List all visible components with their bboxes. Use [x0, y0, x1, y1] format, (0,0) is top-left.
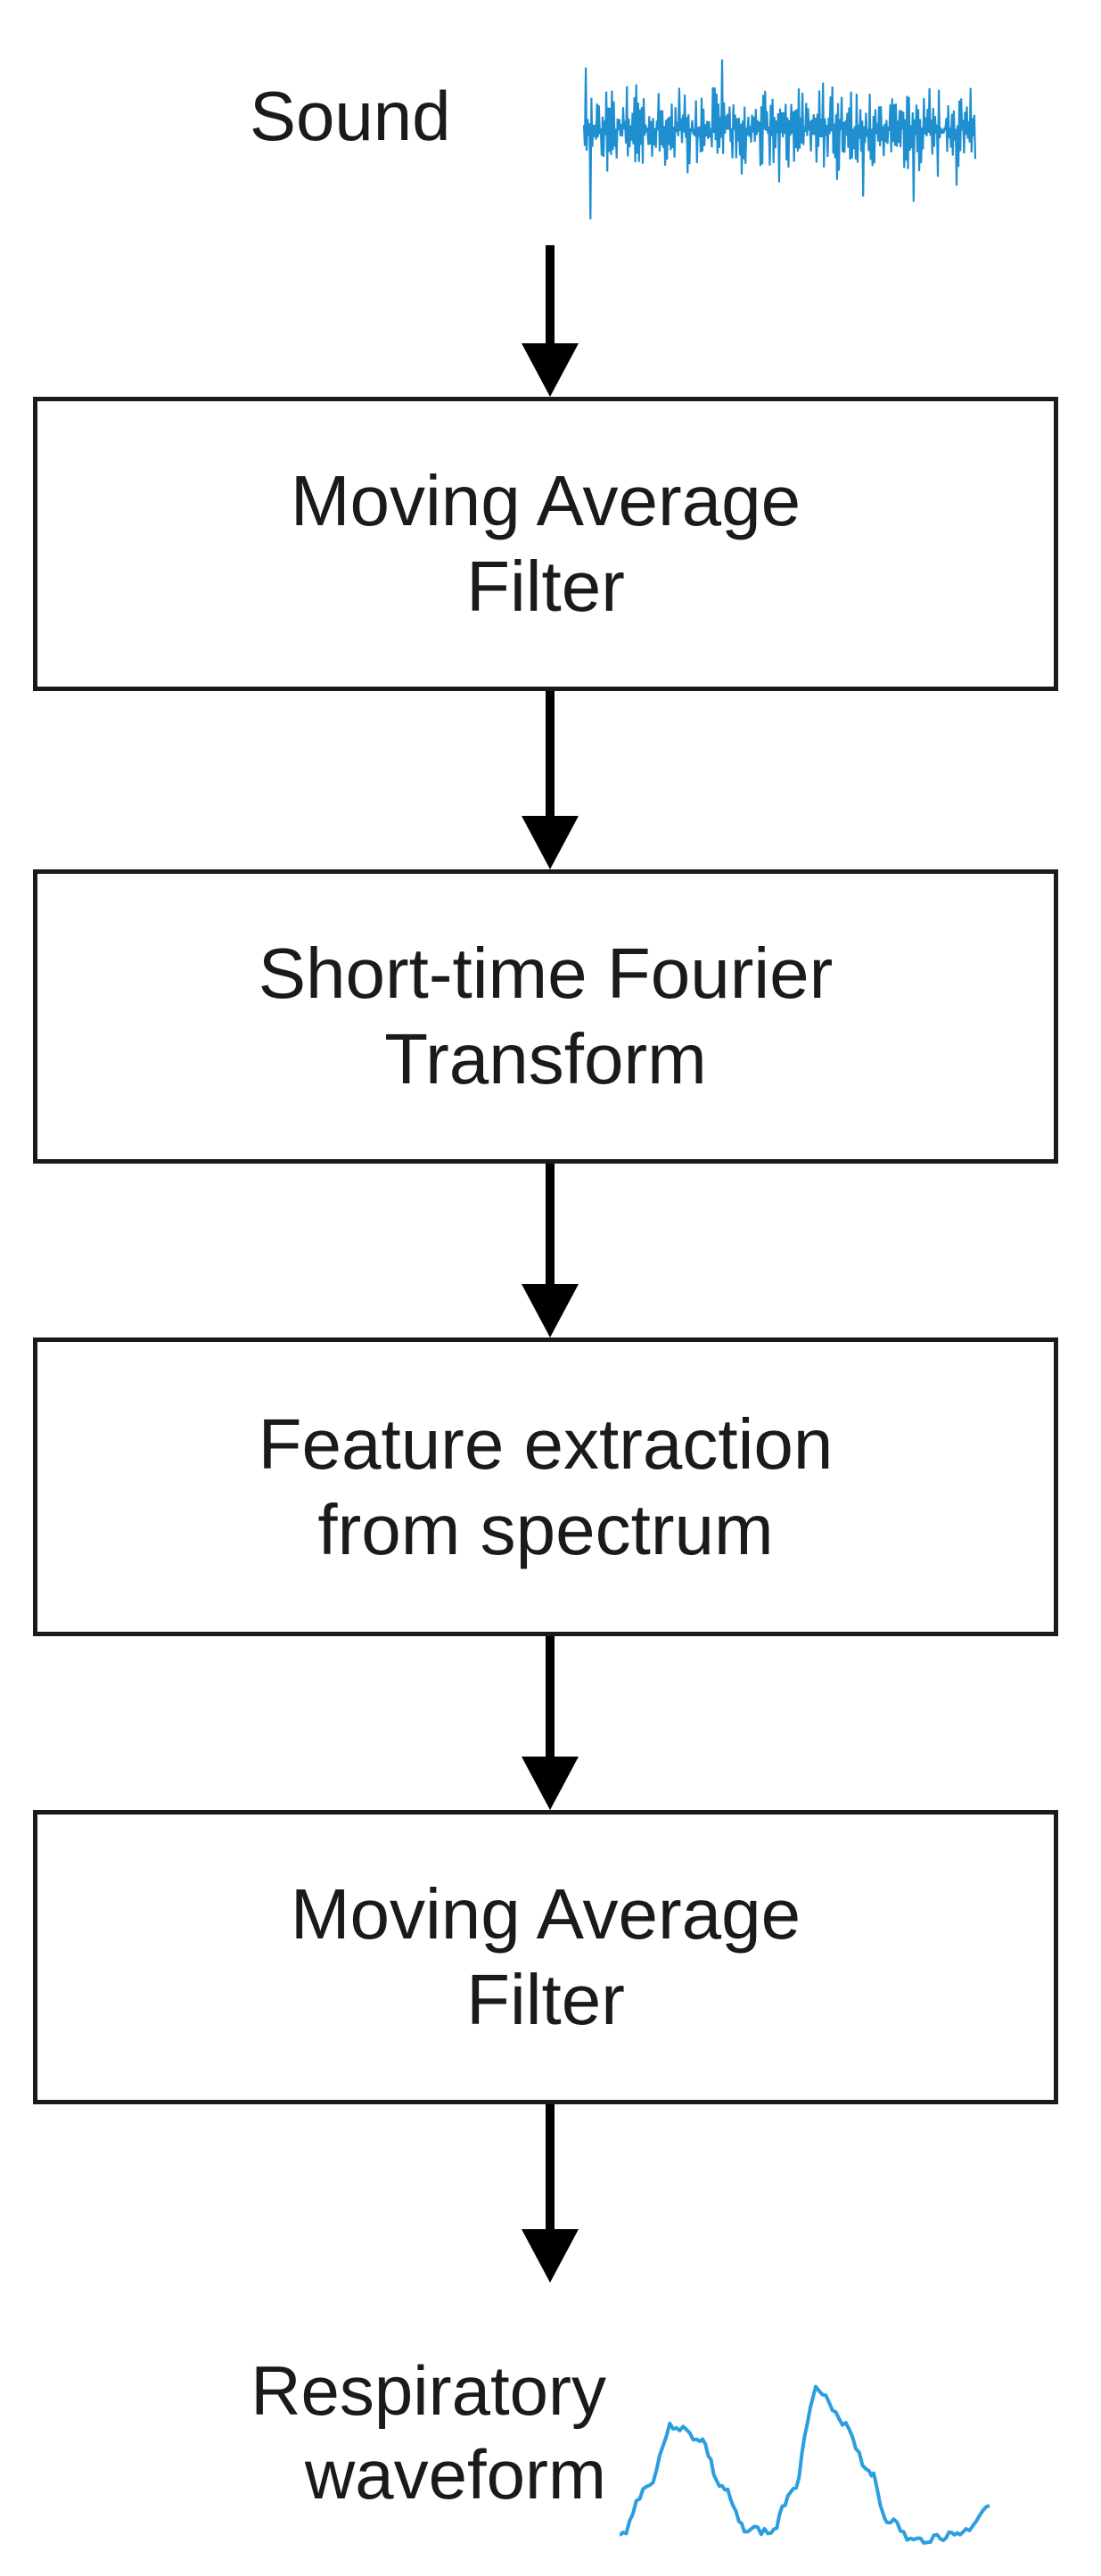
flow-arrow: [497, 245, 604, 397]
step-label-line1: Moving Average: [290, 1874, 801, 1954]
sound-waveform-icon: [579, 36, 981, 223]
respiratory-waveform-icon: [620, 2354, 994, 2559]
step-box-short-time-fourier-transform: Short-time Fourier Transform: [33, 869, 1058, 1164]
flow-arrow: [497, 2104, 604, 2283]
step-box-moving-average-filter: Moving Average Filter: [33, 397, 1058, 691]
step-box-feature-extraction: Feature extraction from spectrum: [33, 1337, 1058, 1636]
output-label-line2: waveform: [304, 2434, 606, 2514]
sound-label: Sound: [250, 77, 451, 155]
sound-waveform-trace: [582, 59, 977, 220]
step-label-line1: Short-time Fourier: [258, 934, 834, 1013]
step-label-line1: Moving Average: [290, 461, 801, 540]
step-label-line2: from spectrum: [317, 1489, 774, 1569]
step-label-line2: Transform: [384, 1019, 707, 1099]
step-label-line1: Feature extraction: [258, 1403, 834, 1484]
step-box-moving-average-filter-2: Moving Average Filter: [33, 1810, 1058, 2104]
respiratory-waveform-trace: [620, 2384, 990, 2545]
flow-arrow: [497, 691, 604, 869]
respiratory-waveform-label: Respiratory waveform: [107, 2350, 606, 2516]
step-label-line2: Filter: [466, 1960, 625, 2039]
flow-arrow: [497, 1164, 604, 1337]
output-label-line1: Respiratory: [251, 2351, 606, 2430]
flow-arrow: [497, 1636, 604, 1810]
step-label-line2: Filter: [466, 547, 625, 626]
